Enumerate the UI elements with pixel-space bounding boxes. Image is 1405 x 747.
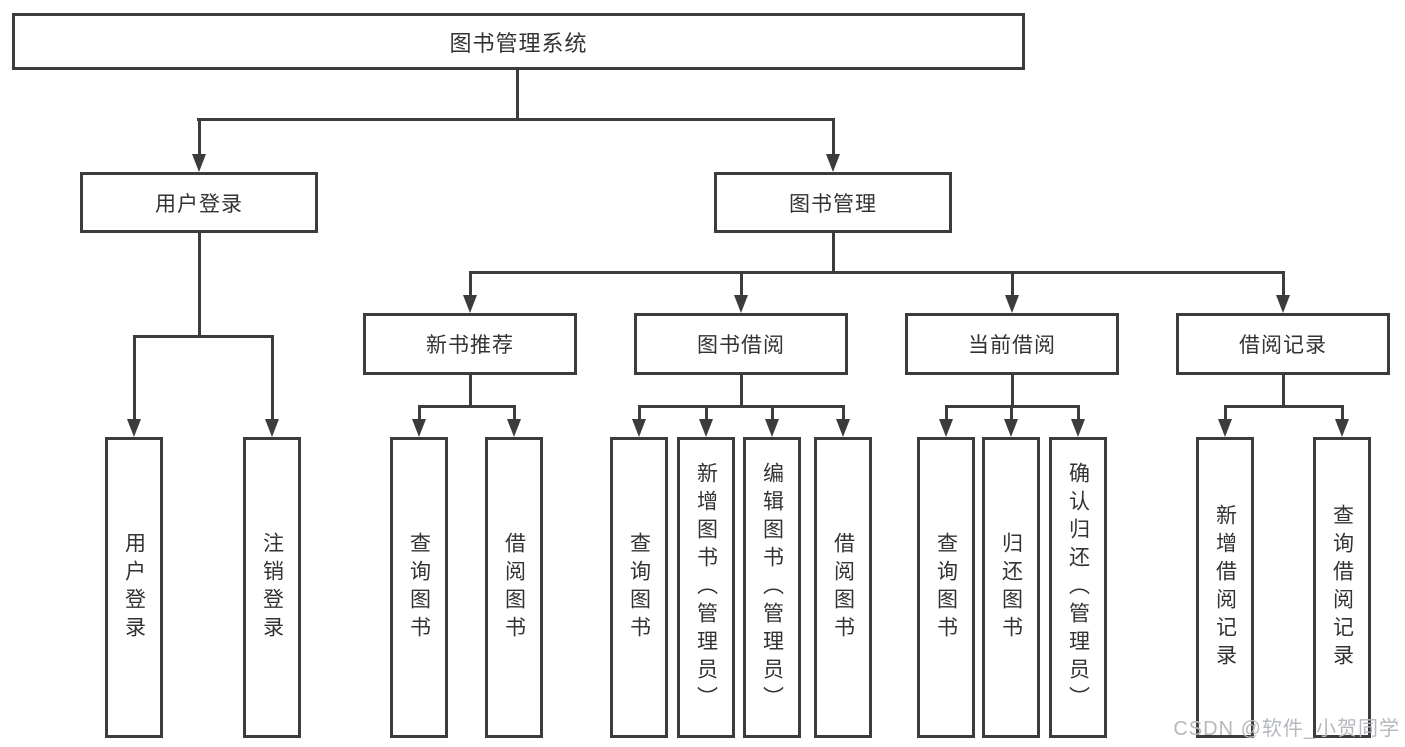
leaf-label: 查询图书 bbox=[627, 531, 651, 644]
leaf-edit-book-admin: 编辑图书（管理员） bbox=[743, 437, 801, 738]
node-label: 当前借阅 bbox=[968, 334, 1056, 357]
node-label: 借阅记录 bbox=[1239, 334, 1327, 357]
connector-arrow-shaft bbox=[1341, 405, 1344, 419]
leaf-label: 查询借阅记录 bbox=[1330, 503, 1354, 672]
connector-arrow-shaft bbox=[638, 405, 641, 419]
connector-level2-branch bbox=[197, 118, 835, 121]
leaf-label: 注销登录 bbox=[260, 531, 284, 644]
connector-branch bbox=[418, 405, 516, 408]
leaf-return-book: 归还图书 bbox=[982, 437, 1040, 738]
connector-arrow-shaft bbox=[513, 405, 516, 419]
connector-arrow-shaft bbox=[945, 405, 948, 419]
leaf-add-borrow-record: 新增借阅记录 bbox=[1196, 437, 1254, 738]
arrow-down-icon bbox=[1071, 419, 1085, 437]
node-book-management: 图书管理 bbox=[714, 172, 952, 233]
connector-arrow-shaft bbox=[771, 405, 774, 419]
node-current-borrow: 当前借阅 bbox=[905, 313, 1119, 375]
arrow-down-icon bbox=[412, 419, 426, 437]
leaf-query-borrow-record: 查询借阅记录 bbox=[1313, 437, 1371, 738]
leaf-label: 借阅图书 bbox=[831, 531, 855, 644]
leaf-borrow-book-2: 借阅图书 bbox=[814, 437, 872, 738]
node-book-borrow: 图书借阅 bbox=[634, 313, 848, 375]
leaf-add-book-admin: 新增图书（管理员） bbox=[677, 437, 735, 738]
connector-trunk bbox=[1011, 375, 1014, 405]
connector-root-trunk bbox=[516, 70, 519, 118]
connector-arrow-shaft bbox=[418, 405, 421, 419]
connector-arrow-shaft bbox=[1011, 271, 1014, 295]
leaf-query-book-3: 查询图书 bbox=[917, 437, 975, 738]
leaf-label: 编辑图书（管理员） bbox=[760, 461, 784, 714]
connector-arrow-shaft bbox=[1224, 405, 1227, 419]
leaf-logout: 注销登录 bbox=[243, 437, 301, 738]
connector-arrow-shaft bbox=[469, 271, 472, 295]
arrow-down-icon bbox=[826, 154, 840, 172]
arrow-down-icon bbox=[1335, 419, 1349, 437]
connector-arrow-shaft bbox=[1010, 405, 1013, 419]
arrow-down-icon bbox=[127, 419, 141, 437]
node-label: 图书管理系统 bbox=[449, 30, 588, 56]
arrow-down-icon bbox=[192, 154, 206, 172]
leaf-query-book-2: 查询图书 bbox=[610, 437, 668, 738]
arrow-down-icon bbox=[507, 419, 521, 437]
node-library-management-system: 图书管理系统 bbox=[12, 13, 1025, 70]
arrow-down-icon bbox=[836, 419, 850, 437]
connector-arrow-shaft bbox=[832, 118, 835, 155]
arrow-down-icon bbox=[265, 419, 279, 437]
connector-user-login-trunk bbox=[198, 233, 201, 335]
leaf-borrow-book-1: 借阅图书 bbox=[485, 437, 543, 738]
connector-arrow-shaft bbox=[271, 335, 274, 419]
arrow-down-icon bbox=[734, 295, 748, 313]
connector-trunk bbox=[1282, 375, 1285, 405]
arrow-down-icon bbox=[765, 419, 779, 437]
leaf-label: 确认归还（管理员） bbox=[1066, 461, 1090, 714]
connector-arrow-shaft bbox=[1077, 405, 1080, 419]
arrow-down-icon bbox=[939, 419, 953, 437]
leaf-label: 用户登录 bbox=[122, 531, 146, 644]
leaf-label: 归还图书 bbox=[999, 531, 1023, 644]
arrow-down-icon bbox=[632, 419, 646, 437]
node-borrow-record: 借阅记录 bbox=[1176, 313, 1390, 375]
connector-arrow-shaft bbox=[705, 405, 708, 419]
node-label: 图书借阅 bbox=[697, 334, 785, 357]
connector-user-login-branch bbox=[133, 335, 274, 338]
node-label: 新书推荐 bbox=[426, 334, 514, 357]
arrow-down-icon bbox=[1005, 295, 1019, 313]
connector-level3-branch bbox=[469, 271, 1285, 274]
arrow-down-icon bbox=[463, 295, 477, 313]
arrow-down-icon bbox=[1276, 295, 1290, 313]
connector-branch bbox=[638, 405, 845, 408]
connector-trunk bbox=[740, 375, 743, 405]
connector-trunk bbox=[469, 375, 472, 405]
connector-arrow-shaft bbox=[198, 118, 201, 155]
connector-arrow-shaft bbox=[842, 405, 845, 419]
leaf-label: 查询图书 bbox=[934, 531, 958, 644]
connector-arrow-shaft bbox=[740, 271, 743, 295]
leaf-confirm-return-admin: 确认归还（管理员） bbox=[1049, 437, 1107, 738]
arrow-down-icon bbox=[1004, 419, 1018, 437]
connector-arrow-shaft bbox=[1282, 271, 1285, 295]
connector-branch bbox=[1224, 405, 1344, 408]
leaf-label: 新增借阅记录 bbox=[1213, 503, 1237, 672]
node-label: 用户登录 bbox=[155, 192, 243, 216]
node-user-login: 用户登录 bbox=[80, 172, 318, 233]
leaf-query-book-1: 查询图书 bbox=[390, 437, 448, 738]
arrow-down-icon bbox=[1218, 419, 1232, 437]
arrow-down-icon bbox=[699, 419, 713, 437]
leaf-label: 借阅图书 bbox=[502, 531, 526, 644]
connector-book-mgmt-trunk bbox=[832, 233, 835, 271]
leaf-user-login: 用户登录 bbox=[105, 437, 163, 738]
csdn-watermark: CSDN @软件_小贺同学 bbox=[1173, 718, 1400, 740]
connector-arrow-shaft bbox=[133, 335, 136, 419]
node-new-book-recommend: 新书推荐 bbox=[363, 313, 577, 375]
leaf-label: 新增图书（管理员） bbox=[694, 461, 718, 714]
leaf-label: 查询图书 bbox=[407, 531, 431, 644]
node-label: 图书管理 bbox=[789, 192, 877, 216]
